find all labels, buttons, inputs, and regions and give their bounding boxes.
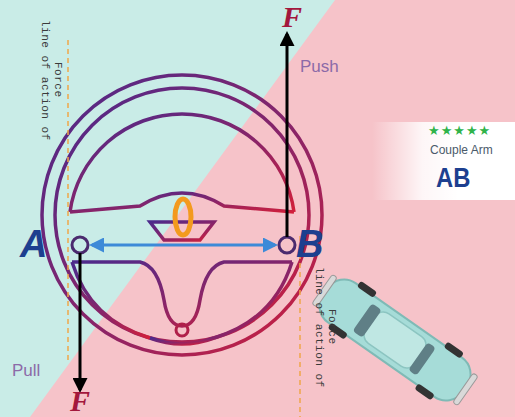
point-label: B — [296, 225, 323, 263]
couple-arm-value: AB — [436, 164, 470, 192]
point-label: A — [20, 225, 47, 263]
cyan-background — [0, 0, 335, 417]
force-label: F — [70, 386, 90, 416]
force-label: F — [282, 2, 302, 32]
couple-arm-title: Couple Arm — [430, 144, 493, 156]
toy-car — [305, 265, 484, 415]
push-label: Push — [300, 58, 339, 75]
steering-wheel — [42, 75, 322, 355]
couple-arm-band: ★★★★★ Couple ArmAB — [372, 122, 515, 200]
couple-arm-arrow — [92, 244, 275, 247]
pull-label: Pull — [12, 362, 40, 379]
line-of-action-label: line of action of Force — [312, 265, 338, 389]
wheel-marker — [176, 324, 188, 336]
point-a — [72, 237, 88, 253]
line-of-action-label: line of action of Force — [38, 18, 64, 142]
force-arrow — [79, 253, 82, 390]
line-of-action — [299, 236, 301, 417]
force-arrow — [286, 34, 289, 237]
point-b — [279, 237, 295, 253]
rating-stars: ★★★★★ — [428, 124, 491, 137]
line-of-action — [67, 40, 69, 362]
hub — [175, 199, 191, 235]
